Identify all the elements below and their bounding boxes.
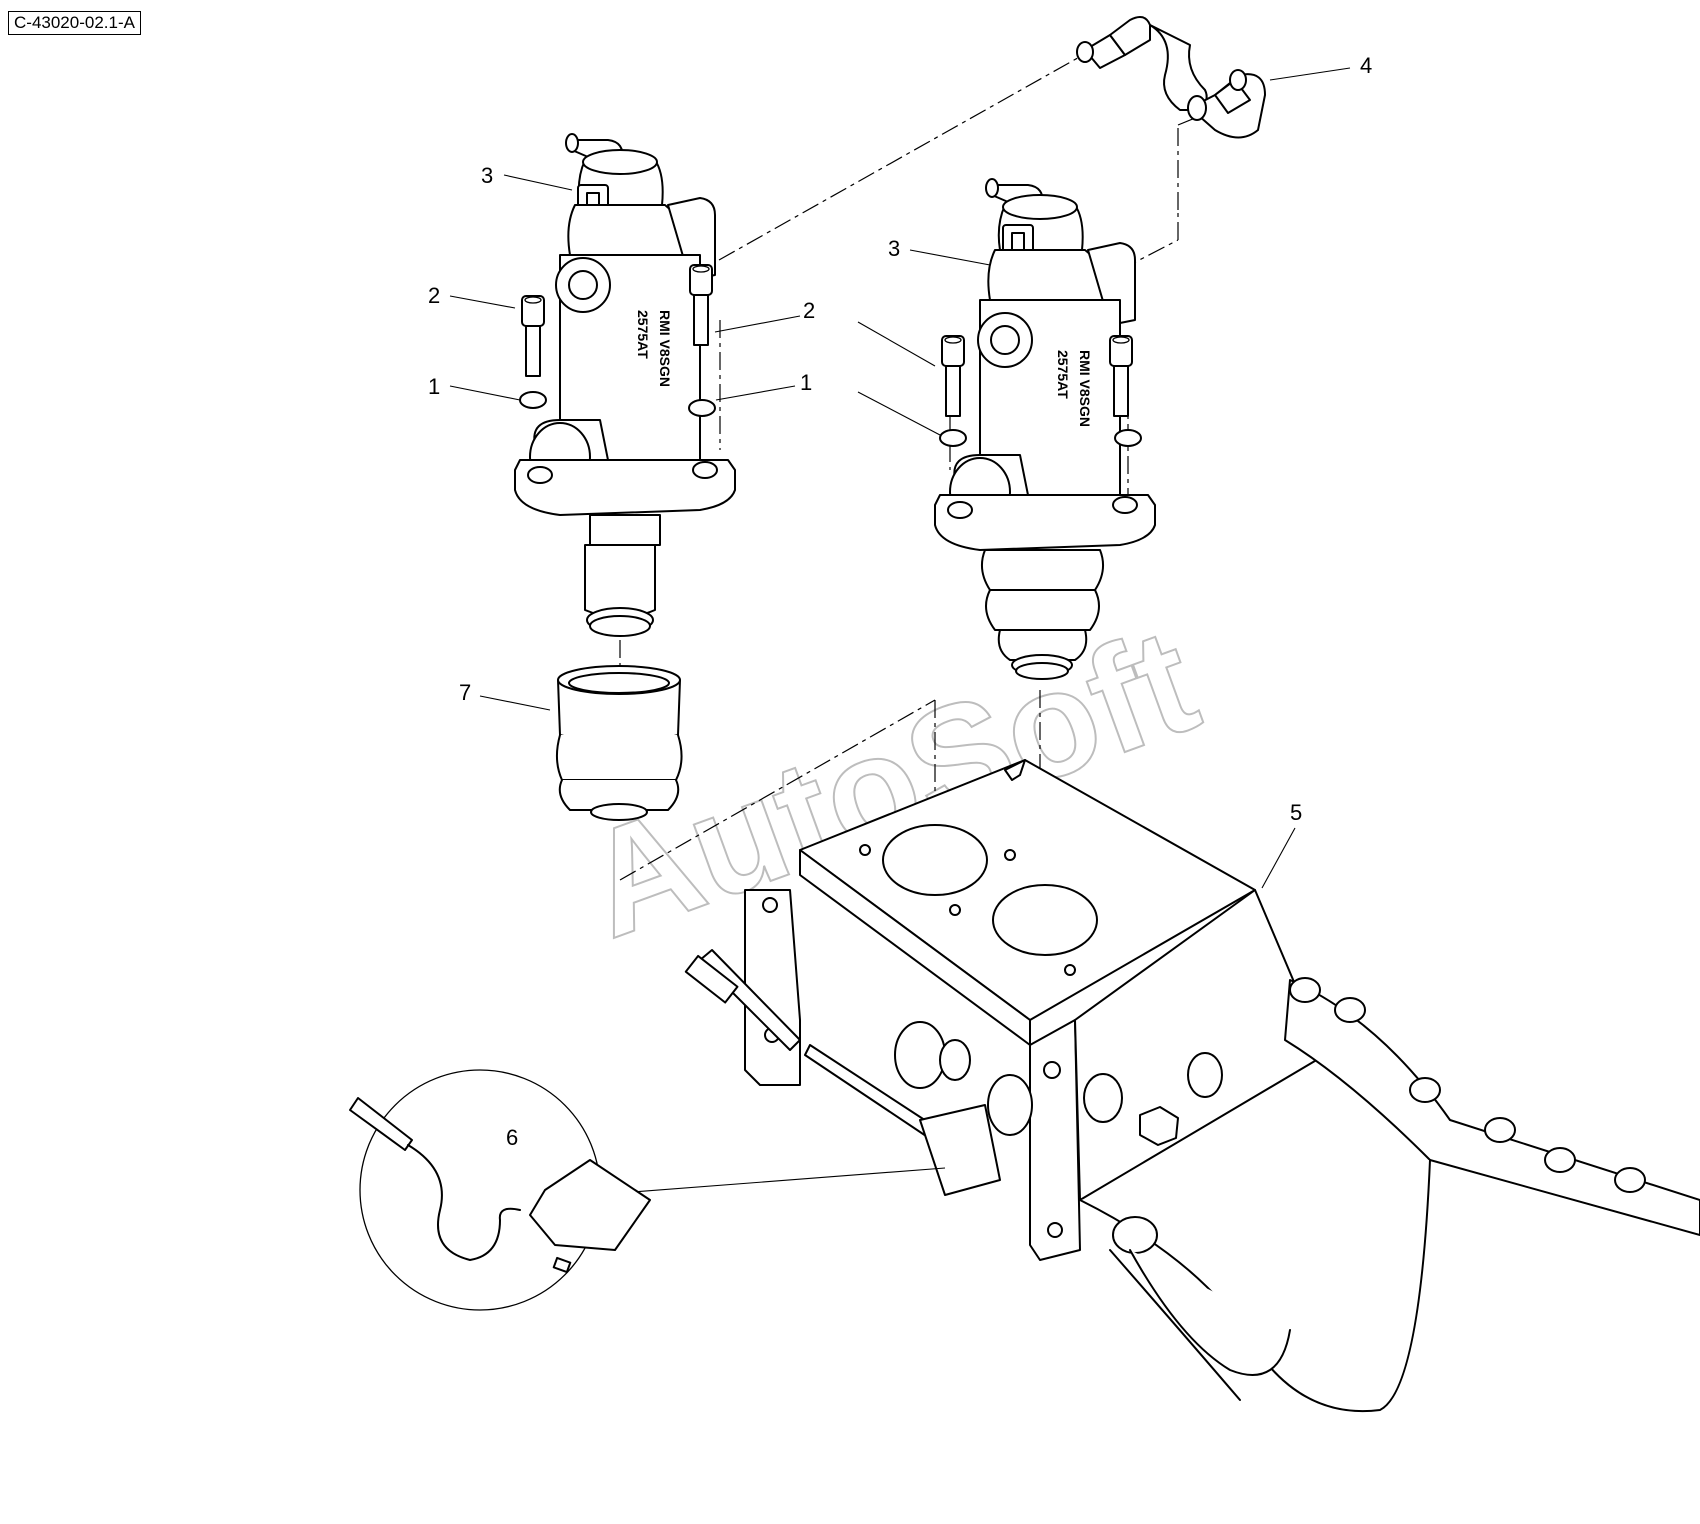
callout-2-right: 2 [803, 298, 815, 323]
callout-7: 7 [459, 680, 471, 705]
callout-3-left: 3 [481, 163, 493, 188]
callout-1-left: 1 [428, 374, 440, 399]
pedal-bracket-item-5 [684, 759, 1700, 1413]
callout-3-right: 3 [888, 236, 900, 261]
callout-2-left: 2 [428, 283, 440, 308]
left-washer-left [519, 391, 547, 409]
callout-4: 4 [1360, 53, 1372, 78]
sleeve-item-7 [556, 665, 683, 821]
left-valve-assembly: RMI V8SGN 2575AT [514, 133, 736, 637]
right-valve-marking-line2: 2575AT [1055, 350, 1071, 399]
callout-5: 5 [1290, 800, 1302, 825]
callout-leaders [449, 67, 1351, 889]
left-valve-marking-line1: RMI V8SGN [657, 310, 673, 387]
left-washer-right [688, 399, 716, 417]
callout-6: 6 [506, 1125, 518, 1150]
callout-1-right: 1 [800, 370, 812, 395]
left-bolt-right [689, 264, 713, 346]
right-valve-assembly: RMI V8SGN 2575AT [934, 178, 1156, 680]
right-washer-right [1114, 429, 1142, 447]
right-washer-left [939, 429, 967, 447]
right-bolt-right [1109, 335, 1133, 417]
right-valve-marking-line1: RMI V8SGN [1077, 350, 1093, 427]
left-bolt-left [521, 295, 545, 377]
sensor-detail-item-6 [349, 1069, 946, 1311]
drawing-reference-code: C-43020-02.1-A [8, 11, 141, 35]
left-valve-marking-line2: 2575AT [635, 310, 651, 359]
tube-item-4 [1076, 15, 1266, 139]
right-bolt-left [941, 335, 965, 417]
